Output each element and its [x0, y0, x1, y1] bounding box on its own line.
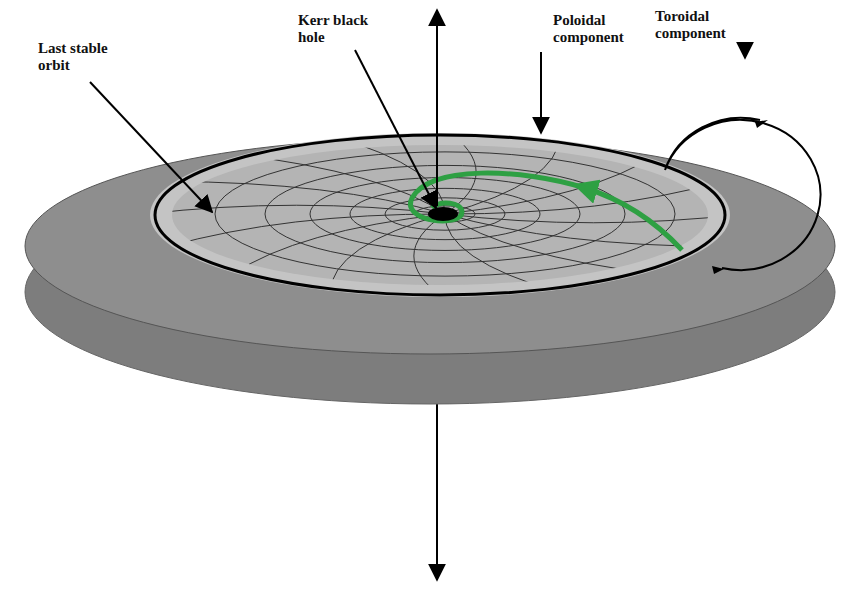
- leader-line: [744, 42, 746, 58]
- grid-line: [330, 214, 445, 293]
- inner-grid-area: [172, 145, 708, 285]
- spin-axis: [436, 10, 438, 206]
- black-hole: [428, 207, 458, 221]
- leader-line: [90, 82, 212, 212]
- part-label: Last stable orbit: [38, 40, 133, 74]
- grid-line: [233, 214, 445, 274]
- grid-line: [445, 214, 722, 247]
- poloidal-ring: [155, 135, 725, 295]
- leader-line: [355, 50, 436, 208]
- part-label: Kerr black hole: [298, 12, 386, 46]
- grid-line: [215, 152, 675, 276]
- grid-line: [168, 214, 445, 247]
- leader-line: [540, 52, 542, 133]
- grid-line: [445, 214, 560, 293]
- toroidal-arrowhead: [712, 266, 724, 274]
- grid-line: [310, 178, 580, 251]
- spin-axis: [436, 400, 438, 580]
- part-label: Poloidal component: [553, 12, 645, 46]
- grid-line: [414, 214, 445, 299]
- toroidal-loop: [665, 118, 820, 270]
- grid-line: [350, 188, 540, 239]
- grid-line: [265, 165, 625, 262]
- inner-disk: [150, 133, 730, 297]
- grid-line: [330, 135, 445, 214]
- inflow-arrow: [585, 188, 682, 250]
- grid-line: [445, 214, 657, 274]
- grid-line: [145, 205, 445, 214]
- part-label: Toroidal component: [655, 8, 755, 42]
- toroidal-arrowhead: [755, 120, 768, 128]
- grid-line: [445, 214, 745, 223]
- disk-top: [25, 138, 835, 354]
- spacetime-grid: [145, 129, 745, 299]
